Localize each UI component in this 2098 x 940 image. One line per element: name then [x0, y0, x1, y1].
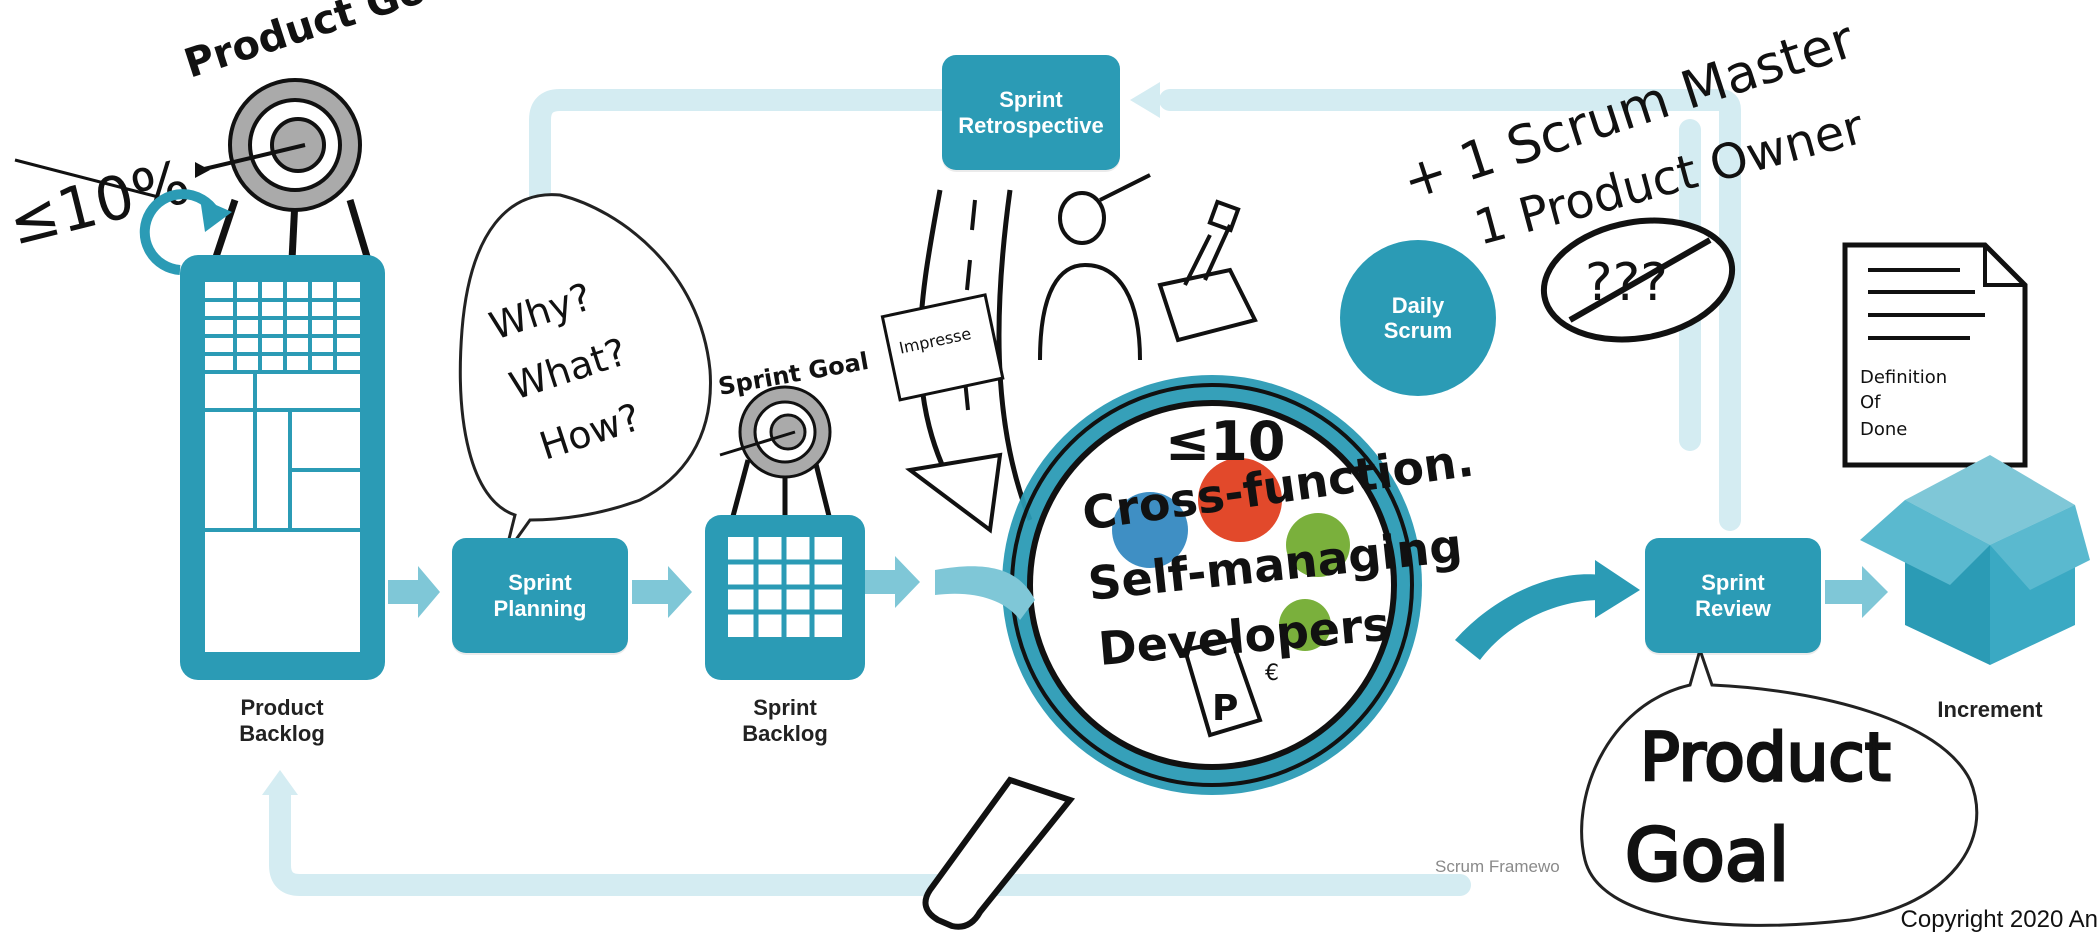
document-icon [1842, 242, 2028, 468]
product-box-label: P [1212, 688, 1238, 729]
impressum-sign-icon: Impresse [880, 293, 1005, 402]
magnifier-icon [922, 375, 1422, 930]
team-size-note: ≤10 [1165, 410, 1285, 473]
flow-arrows [388, 556, 1888, 618]
of-note: Of [1860, 392, 1881, 413]
question-marks-note: ??? [1585, 253, 1668, 313]
strike-line [14, 158, 171, 202]
feedback-loop [269, 89, 1741, 896]
sprint-planning-box: Sprint Planning [452, 538, 628, 653]
toolbox-icon [1157, 199, 1258, 343]
sprint-goal-target-icon [719, 385, 833, 521]
increment-label: Increment [1937, 697, 2043, 722]
backlog-arrowhead-icon [262, 770, 298, 795]
sprint-retrospective-box: Sprint Retrospective [942, 55, 1120, 170]
sprint-review-box: Sprint Review [1645, 538, 1821, 653]
sprint-backlog-label: Sprint Backlog [742, 695, 828, 747]
product-goal-bubble-line1: Product [1640, 719, 1891, 796]
planning-speech-bubble [458, 193, 712, 556]
copyright-text: Copyright 2020 An [1900, 906, 2098, 933]
done-note: Done [1860, 419, 1907, 440]
product-backlog-label: Product Backlog [239, 695, 325, 747]
person-icon [1038, 173, 1151, 361]
no-committees-icon: ??? [1540, 217, 1736, 343]
increment-box-icon [1860, 455, 2090, 665]
product-goal-bubble-line2: Goal [1625, 813, 1789, 897]
definition-note: Definition [1860, 367, 1947, 388]
sprint-backlog-icon [705, 515, 865, 680]
cycle-arrow-icon [139, 189, 220, 275]
review-arrowhead-icon [1595, 560, 1640, 618]
daily-scrum-label: Daily Scrum [1383, 292, 1453, 343]
input-swoosh [935, 566, 1035, 620]
product-goal-heading: Product Goal [179, 0, 470, 88]
product-goal-bubble [1580, 644, 1979, 927]
output-swoosh [1455, 574, 1600, 660]
cycle-arrowhead-icon [200, 198, 232, 232]
product-backlog-icon [180, 255, 385, 680]
framework-caption: Scrum Framewo [1435, 857, 1560, 876]
euro-label: € [1265, 661, 1279, 686]
product-goal-target-icon [195, 78, 372, 262]
daily-scrum-circle [1340, 240, 1496, 396]
retro-arrowhead-icon [1130, 82, 1160, 118]
